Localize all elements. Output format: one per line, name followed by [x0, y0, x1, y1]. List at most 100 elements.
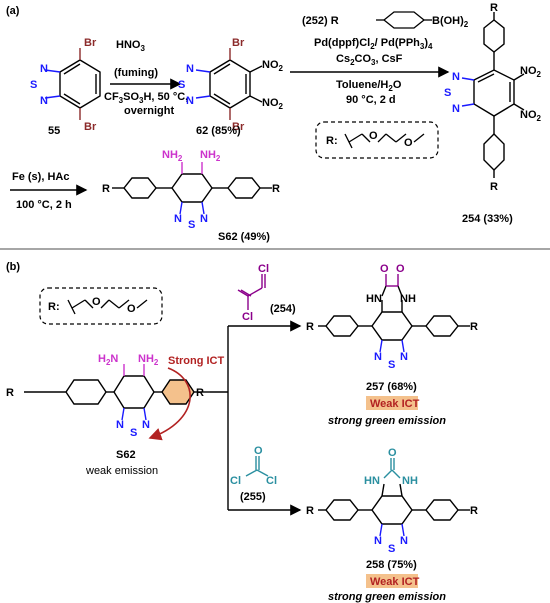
panel-b-label: (b)	[6, 261, 20, 273]
step2-reagent-prefix: (252) R	[302, 15, 339, 27]
r-definition-box-a	[315, 121, 439, 159]
c257-ict-highlight	[366, 396, 418, 410]
compound-254-label: 254 (33%)	[462, 213, 513, 225]
phosgene-label: (255)	[240, 491, 266, 503]
step1-reagent: HNO3	[116, 39, 145, 53]
c55-br2: Br	[84, 121, 97, 133]
c257-r-right: R	[470, 321, 478, 333]
c257-o2: O	[396, 263, 405, 275]
compound-257-label: 257 (68%)	[366, 381, 417, 393]
r-definition-label-a: R:	[326, 135, 338, 147]
compound-258	[318, 458, 470, 537]
step3-reagent: Fe (s), HAc	[12, 171, 69, 183]
s62b-nh2: NH2	[138, 353, 159, 367]
c254-r-bottom: R	[490, 181, 498, 193]
s62b-n2: N	[142, 419, 150, 431]
c258-o: O	[388, 447, 397, 459]
c257-ict: Weak ICT	[370, 398, 420, 410]
c257-o1: O	[380, 263, 389, 275]
s62b-n1: N	[116, 419, 124, 431]
c254-s: S	[444, 87, 451, 99]
c258-ict-highlight	[366, 574, 418, 588]
c258-hn: HN	[364, 475, 380, 487]
c55-n2: N	[40, 95, 48, 107]
s62b-ict-label: Strong ICT	[168, 355, 224, 367]
step2-boronic: B(OH)2	[432, 15, 469, 29]
step2-solvent: Toluene/H2O	[336, 79, 402, 93]
c258-n1: N	[374, 535, 382, 547]
s62b-r-left: R	[6, 387, 14, 399]
s62a-r-left: R	[102, 183, 110, 195]
s62b-h2n: H2N	[98, 353, 118, 367]
step1-time: overnight	[124, 105, 174, 117]
step2-catalyst: Pd(dppf)Cl2/ Pd(PPh3)4	[314, 37, 433, 51]
r-peg-chain-b	[67, 299, 148, 315]
c55-br1: Br	[84, 37, 97, 49]
s62b-s: S	[130, 427, 137, 439]
panel-a-label: (a)	[6, 5, 20, 17]
compound-s62-label-b: S62	[116, 449, 136, 461]
oxalyl-cl1: Cl	[258, 263, 269, 275]
c55-s: S	[30, 79, 37, 91]
step1-fuming: (fuming)	[114, 67, 158, 79]
c254-no2a: NO2	[520, 65, 542, 79]
c254-r-top: R	[490, 2, 498, 14]
c254-n1: N	[452, 71, 460, 83]
r-oxygen-2-b: O	[127, 303, 136, 315]
c257-hn: HN	[366, 293, 382, 305]
step2-conditions: 90 °C, 2 d	[346, 94, 396, 106]
c257-n2: N	[400, 351, 408, 363]
c258-n2: N	[400, 535, 408, 547]
s62a-n2: N	[200, 213, 208, 225]
r-oxygen-2-a: O	[404, 137, 413, 149]
r-peg-chain-a	[344, 133, 425, 149]
phosgene	[245, 456, 269, 477]
c257-n1: N	[374, 351, 382, 363]
c258-r-left: R	[306, 505, 314, 517]
step3-conditions: 100 °C, 2 h	[16, 199, 72, 211]
compound-258-label: 258 (75%)	[366, 559, 417, 571]
c55-n1: N	[40, 63, 48, 75]
ict-arrow	[148, 367, 191, 441]
s62a-r-right: R	[272, 183, 280, 195]
r-definition-label-b: R:	[48, 301, 60, 313]
oxalyl-chloride	[237, 274, 266, 310]
c62-s: S	[178, 79, 185, 91]
c258-s: S	[388, 543, 395, 555]
compound-s62-b	[24, 364, 210, 421]
c258-ict: Weak ICT	[370, 576, 420, 588]
c257-r-left: R	[306, 321, 314, 333]
s62a-n1: N	[174, 213, 182, 225]
branch-arrows	[210, 320, 302, 516]
s62b-left-phenyl	[52, 379, 107, 405]
s62a-s: S	[188, 219, 195, 231]
c254-no2b: NO2	[520, 109, 542, 123]
c257-caption: strong green emission	[328, 415, 446, 427]
c62-no2a: NO2	[262, 59, 284, 73]
compound-s62-label-a: S62 (49%)	[218, 231, 270, 243]
c258-nh: NH	[402, 475, 418, 487]
compound-55-number: 55	[48, 125, 60, 137]
compound-257	[318, 274, 470, 353]
r-definition-box-b	[39, 287, 163, 325]
compound-62	[195, 48, 263, 120]
s62a-nh2-right: NH2	[200, 149, 221, 163]
compound-s62-a	[112, 162, 272, 215]
phosgene-cl1: Cl	[230, 475, 241, 487]
s62-caption: weak emission	[85, 465, 158, 477]
c62-no2b: NO2	[262, 97, 284, 111]
c254-n2: N	[452, 103, 460, 115]
c62-br1: Br	[232, 37, 245, 49]
compound-55	[44, 48, 101, 120]
step2-base: Cs2CO3, CsF	[336, 53, 403, 67]
c257-nh: NH	[400, 293, 416, 305]
compound-254	[461, 12, 525, 178]
phosgene-cl2: Cl	[266, 475, 277, 487]
c257-s: S	[388, 359, 395, 371]
s62a-nh2-left: NH2	[162, 149, 183, 163]
c62-n1: N	[186, 63, 194, 75]
phosgene-o: O	[254, 445, 263, 457]
boronic-phenyl	[376, 11, 432, 29]
oxalyl-label: (254)	[270, 303, 296, 315]
